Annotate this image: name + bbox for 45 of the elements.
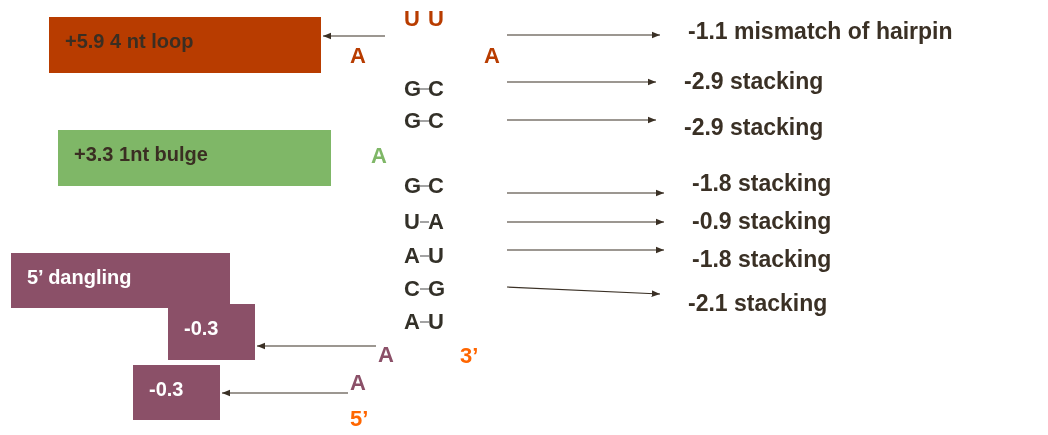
arrow [506,116,657,124]
nucleotide-letter: U [428,245,444,267]
nucleotide-letter: U [404,211,420,233]
energy-label: -1.1 mismatch of hairpin [660,20,953,43]
energy-label: -2.9 stacking [656,70,824,93]
nucleotide-letter: C [404,278,420,300]
arrow [506,189,665,197]
nucleotide-letter: A [378,344,394,366]
arrow [322,32,386,40]
energy-value-box: -0.3 [133,365,220,420]
energy-value-box: -0.3 [168,304,255,360]
nucleotide-letter: C [428,78,444,100]
arrow [506,246,665,254]
dangling-end-box: 5’ dangling [11,253,230,308]
arrow [506,218,665,226]
nucleotide-letter: A [404,245,420,267]
energy-label: -0.9 stacking [664,210,832,233]
nucleotide-letter: A [428,211,444,233]
energy-label: -2.9 stacking [656,116,824,139]
energy-label: -2.1 stacking [660,292,828,315]
nucleotide-letter: G [404,175,422,197]
nucleotide-letter: U [428,8,444,30]
nucleotide-letter: U [428,311,444,333]
bulge-energy-box: +3.3 1nt bulge [58,130,331,186]
nucleotide-letter: A [350,45,366,67]
nucleotide-letter: C [428,110,444,132]
nucleotide-letter: U [404,8,420,30]
nucleotide-letter: G [404,110,422,132]
arrow [256,342,377,350]
arrow [506,286,661,297]
arrow [506,31,661,39]
arrow [506,78,657,86]
strand-end-label: 5’ [350,408,369,430]
strand-end-label: 3’ [460,345,479,367]
nucleotide-letter: A [350,372,366,394]
loop-energy-box: +5.9 4 nt loop [49,17,321,73]
nucleotide-letter: A [371,145,387,167]
nucleotide-letter: C [428,175,444,197]
nucleotide-letter: G [428,278,446,300]
nucleotide-letter: A [484,45,500,67]
nucleotide-letter: A [404,311,420,333]
energy-label: -1.8 stacking [664,248,832,271]
arrow [221,389,349,397]
energy-label: -1.8 stacking [664,172,832,195]
nucleotide-letter: G [404,78,422,100]
